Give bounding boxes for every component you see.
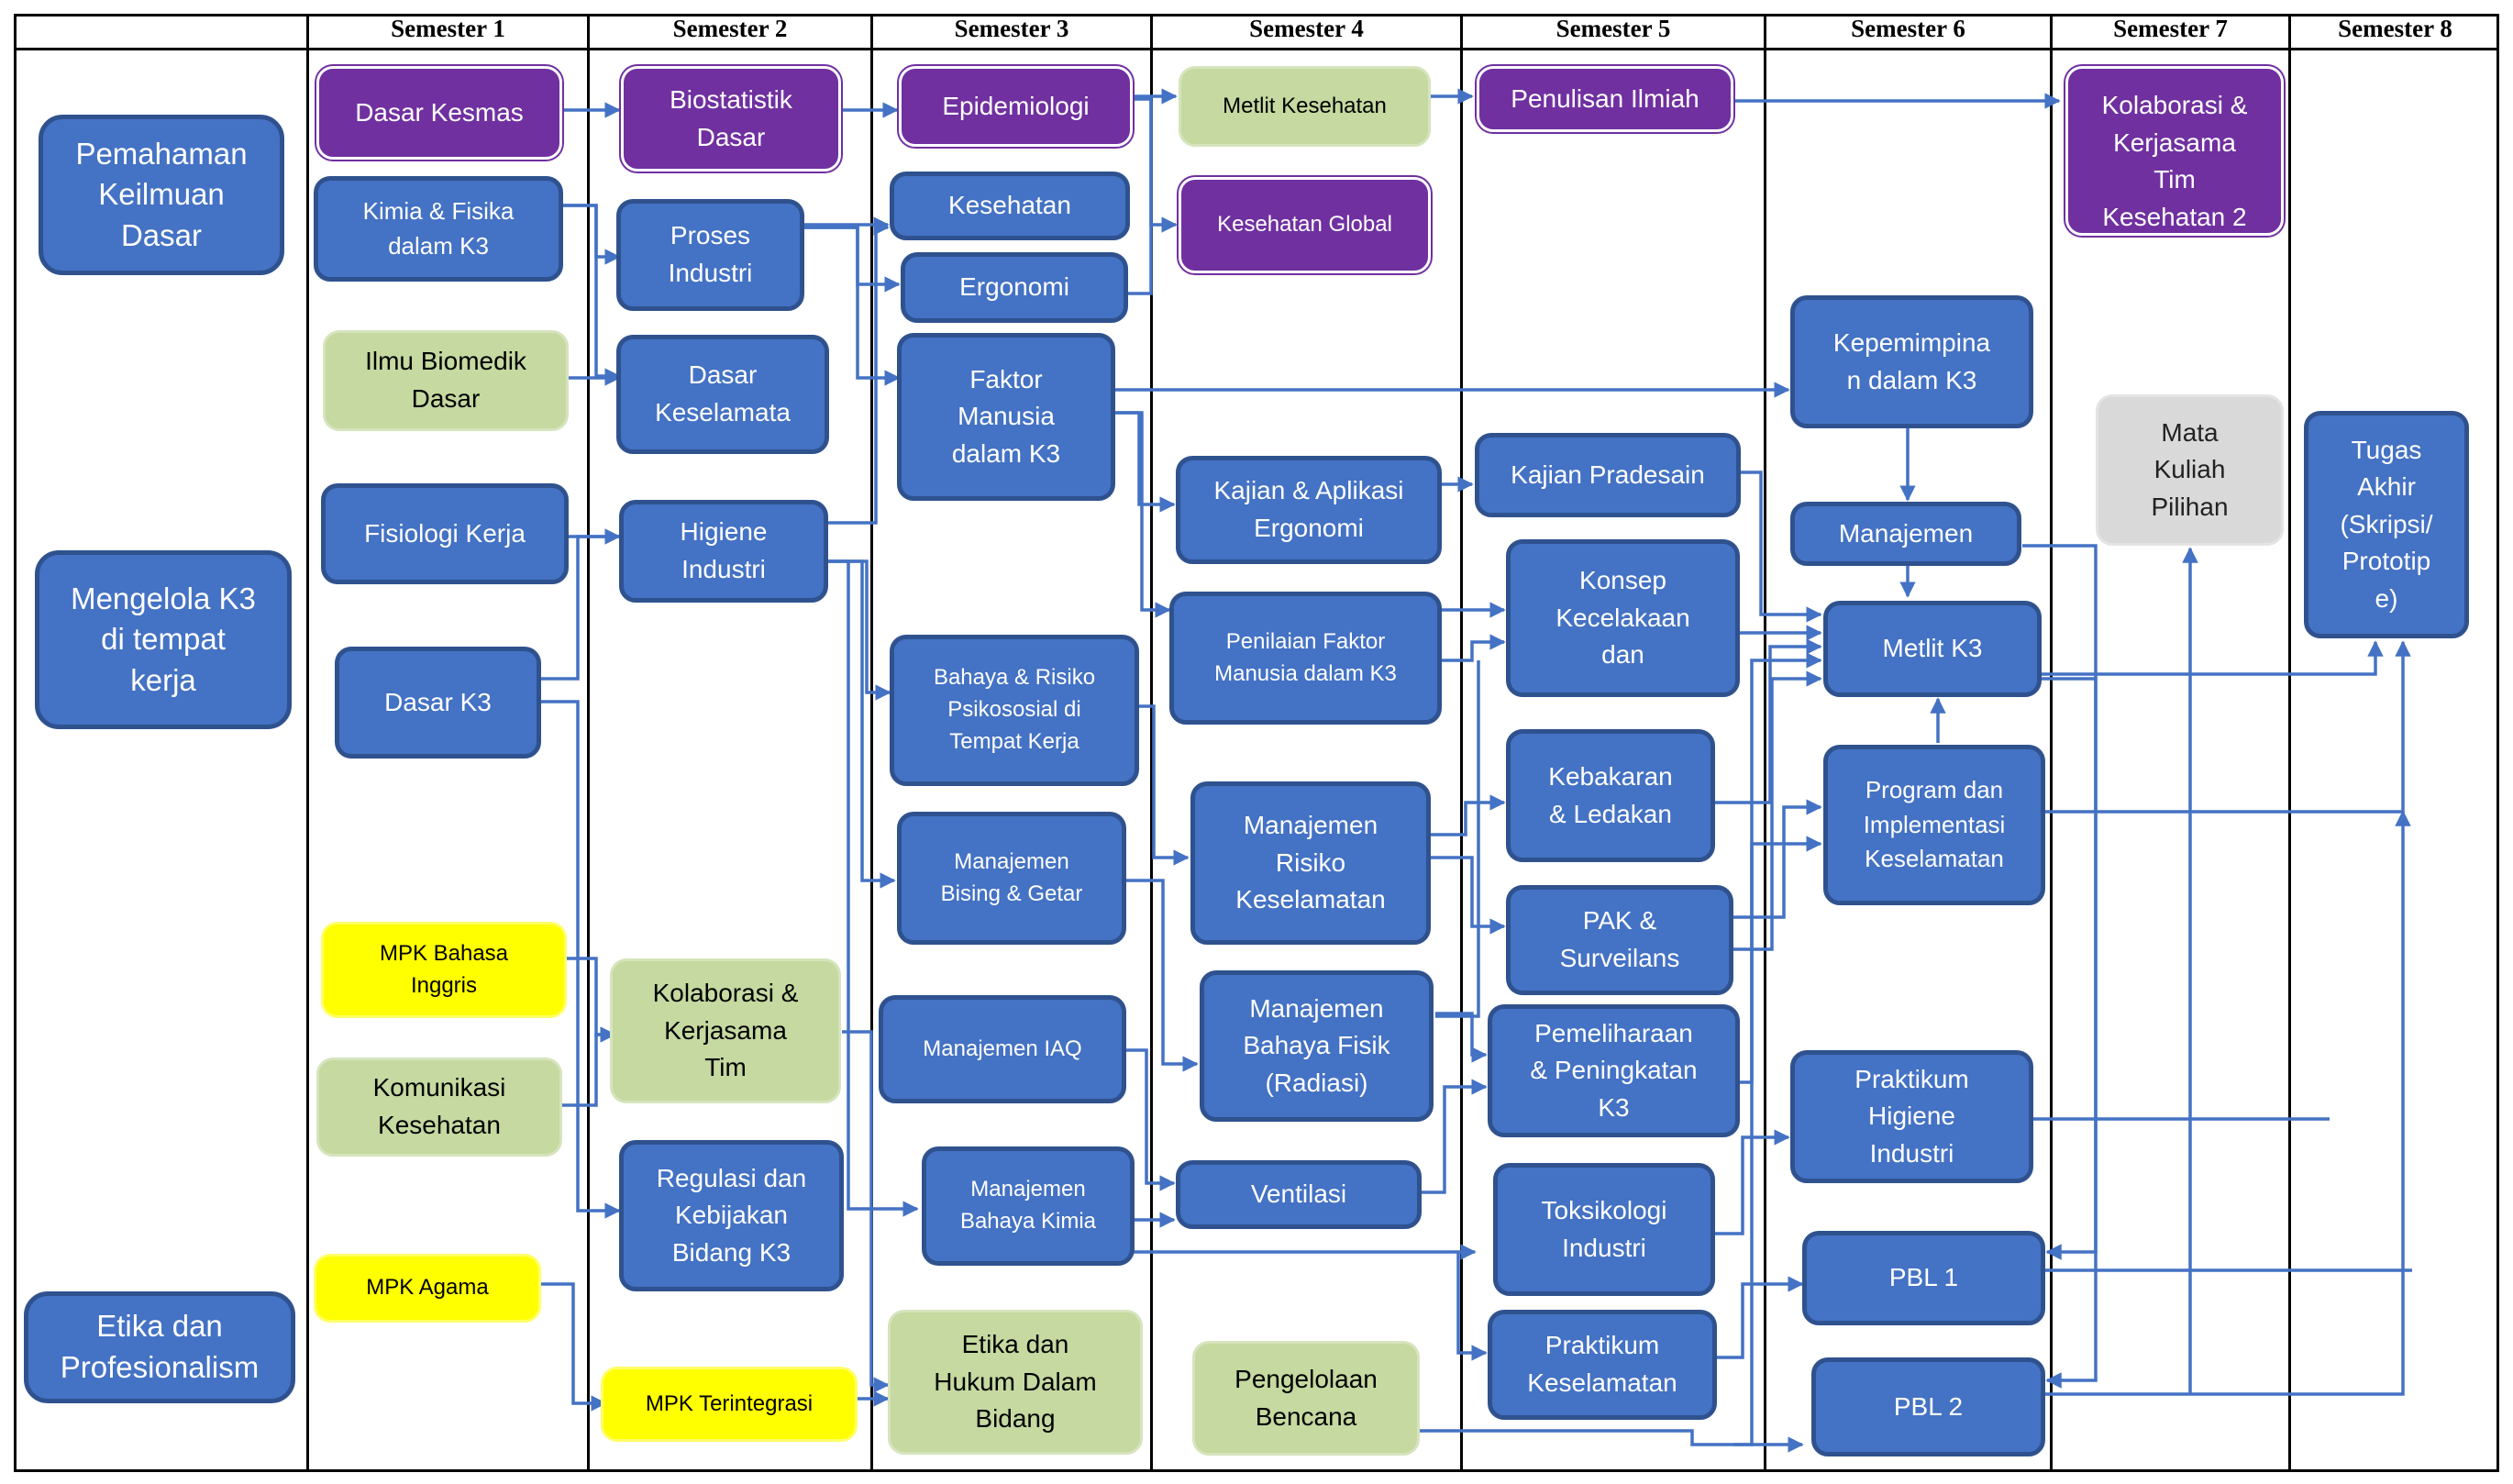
course-bahaya-kimia: Manajemen Bahaya Kimia [922, 1146, 1135, 1266]
course-bising-getar: Manajemen Bising & Getar [897, 812, 1126, 945]
category-pemahaman-keilmuan-dasar: Pemahaman Keilmuan Dasar [39, 115, 284, 275]
column-divider [1460, 14, 1463, 1472]
column-divider [1764, 14, 1766, 1472]
course-dasar-k3: Dasar K3 [335, 647, 541, 759]
semester-header: Semester 4 [1249, 14, 1364, 42]
course-pbl1: PBL 1 [1802, 1231, 2045, 1325]
column-divider [587, 14, 590, 1472]
header-divider [14, 48, 2499, 50]
course-pengelolaan-bencana: Pengelolaan Bencana [1192, 1341, 1420, 1456]
course-praktikum-higiene: Praktikum Higiene Industri [1790, 1050, 2033, 1183]
course-manajemen-bahaya-fisik: Manajemen Bahaya Fisik (Radiasi) [1200, 970, 1434, 1122]
course-dasar-keselamata: Dasar Keselamata [616, 335, 829, 454]
course-regulasi-kebijakan: Regulasi dan Kebijakan Bidang K3 [619, 1140, 844, 1291]
column-divider [2050, 14, 2053, 1472]
semester-header: Semester 1 [391, 14, 505, 42]
course-higiene-industri: Higiene Industri [619, 500, 828, 603]
course-toksikologi-industri: Toksikologi Industri [1493, 1163, 1715, 1296]
course-kajian-pradesain: Kajian Pradesain [1475, 433, 1741, 517]
course-ventilasi: Ventilasi [1176, 1160, 1422, 1229]
course-ergonomi: Ergonomi [901, 252, 1128, 323]
course-kesehatan: Kesehatan [890, 172, 1130, 240]
course-ilmu-biomedik: Ilmu Biomedik Dasar [323, 330, 569, 431]
course-pemeliharaan-peningkatan: Pemeliharaan & Peningkatan K3 [1488, 1004, 1740, 1137]
course-penulisan-ilmiah: Penulisan Ilmiah [1477, 66, 1733, 132]
course-kolaborasi-kesehatan-2: Kolaborasi & Kerjasama Tim Kesehatan 2 [2065, 66, 2284, 236]
course-kesehatan-global: Kesehatan Global [1179, 177, 1431, 273]
course-tugas-akhir: Tugas Akhir (Skripsi/ Prototip e) [2304, 411, 2469, 638]
course-kepemimpinan-k3: Kepemimpina n dalam K3 [1790, 295, 2033, 428]
course-dasar-kesmas: Dasar Kesmas [316, 66, 562, 160]
course-kimia-fisika: Kimia & Fisika dalam K3 [314, 176, 563, 282]
course-metlit-kesehatan: Metlit Kesehatan [1179, 66, 1431, 147]
semester-header: Semester 7 [2113, 14, 2228, 42]
course-kebakaran-ledakan: Kebakaran & Ledakan [1506, 729, 1715, 862]
course-fisiologi-kerja: Fisiologi Kerja [321, 483, 569, 584]
course-biostatistik-dasar: Biostatistik Dasar [621, 66, 841, 172]
course-praktikum-keselamatan: Praktikum Keselamatan [1488, 1310, 1717, 1420]
column-divider [306, 14, 309, 1472]
course-mata-kuliah-pilihan: Mata Kuliah Pilihan [2096, 394, 2284, 546]
semester-header: Semester 2 [672, 14, 788, 42]
column-divider [870, 14, 873, 1472]
semester-header: Semester 8 [2338, 14, 2452, 42]
category-mengelola-k3: Mengelola K3 di tempat kerja [35, 550, 292, 729]
course-proses-industri: Proses Industri [616, 199, 804, 311]
course-mpk-terintegrasi: MPK Terintegrasi [601, 1367, 858, 1442]
course-metlit-k3: Metlit K3 [1823, 601, 2042, 697]
course-kajian-aplikasi-ergonomi: Kajian & Aplikasi Ergonomi [1176, 456, 1442, 564]
course-epidemiologi: Epidemiologi [899, 66, 1133, 147]
course-faktor-manusia: Faktor Manusia dalam K3 [897, 333, 1115, 501]
course-etika-hukum: Etika dan Hukum Dalam Bidang [888, 1310, 1143, 1455]
semester-header: Semester 6 [1851, 14, 1965, 42]
course-pak-surveilans: PAK & Surveilans [1506, 885, 1733, 995]
course-penilaian-faktor-manusia: Penilaian Faktor Manusia dalam K3 [1169, 592, 1442, 725]
course-manajemen-risiko-keselamatan: Manajemen Risiko Keselamatan [1190, 781, 1431, 945]
course-manajemen-iaq: Manajemen IAQ [879, 995, 1126, 1103]
course-mpk-bahasa-inggris: MPK Bahasa Inggris [321, 922, 567, 1018]
semester-header: Semester 5 [1555, 14, 1671, 42]
column-divider [1150, 14, 1153, 1472]
course-bahaya-psikososial: Bahaya & Risiko Psikososial di Tempat Ke… [890, 635, 1139, 786]
table-frame [14, 14, 2499, 1472]
course-mpk-agama: MPK Agama [314, 1254, 541, 1323]
semester-header: Semester 3 [954, 14, 1069, 42]
course-program-implementasi: Program dan Implementasi Keselamatan [1823, 745, 2045, 905]
course-konsep-kecelakaan: Konsep Kecelakaan dan [1506, 539, 1740, 697]
column-divider [2288, 14, 2291, 1472]
course-komunikasi-kesehatan: Komunikasi Kesehatan [316, 1058, 562, 1157]
category-etika-profesionalism: Etika dan Profesionalism [24, 1291, 295, 1403]
course-kolaborasi-kerjasama-tim: Kolaborasi & Kerjasama Tim [610, 958, 841, 1103]
course-pbl2: PBL 2 [1811, 1357, 2045, 1456]
course-manajemen: Manajemen [1790, 502, 2021, 566]
